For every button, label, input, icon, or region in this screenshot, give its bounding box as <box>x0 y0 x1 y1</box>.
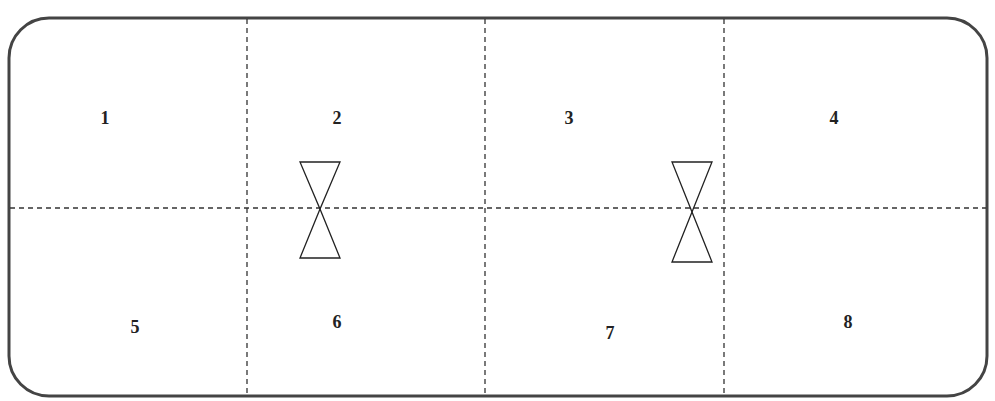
floor-cell: 3 <box>485 18 724 208</box>
cell-number: 3 <box>565 108 574 129</box>
floor-cell: 7 <box>485 208 724 396</box>
hourglass-symbol <box>300 162 340 258</box>
cell-number: 7 <box>606 323 615 344</box>
floor-cell: 6 <box>247 208 485 396</box>
floor-cell: 5 <box>9 208 247 396</box>
cell-number: 2 <box>333 108 342 129</box>
cell-number: 6 <box>333 312 342 333</box>
cell-number: 1 <box>101 108 110 129</box>
floor-cell: 4 <box>724 18 987 208</box>
cell-number: 4 <box>830 108 839 129</box>
outer-border <box>9 18 987 396</box>
floor-cell: 8 <box>724 208 987 396</box>
cell-number: 8 <box>844 312 853 333</box>
grid-lines <box>10 19 986 395</box>
cell-number: 5 <box>131 317 140 338</box>
floor-cell: 1 <box>9 18 247 208</box>
hourglass-symbol <box>672 162 712 262</box>
floor-cell: 2 <box>247 18 485 208</box>
